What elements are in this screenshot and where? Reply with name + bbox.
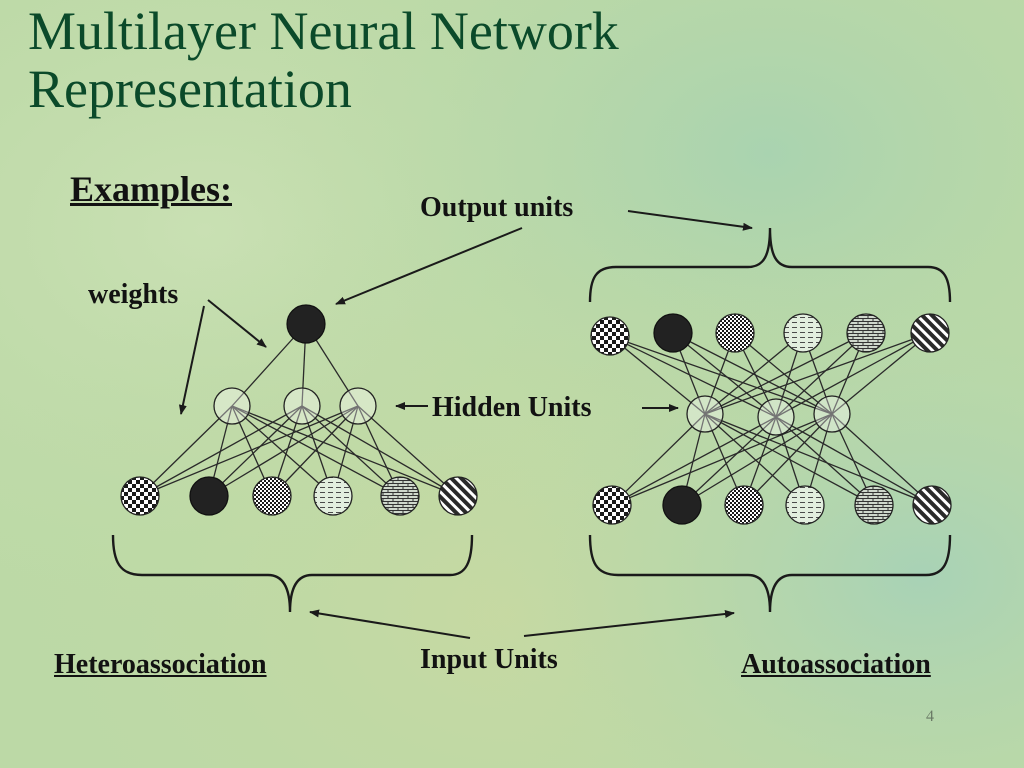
hetero-output-unit — [286, 304, 326, 344]
arrow-weights-to-input — [178, 305, 205, 415]
annotation-arrows — [178, 210, 753, 639]
hetero-input-brace — [111, 534, 474, 613]
auto-output-unit-dashed — [783, 313, 823, 353]
arrow-input-to-auto — [523, 610, 735, 637]
auto-hidden-unit — [686, 395, 724, 433]
hetero-hidden-unit — [213, 387, 251, 425]
arrow-output-to-auto — [627, 210, 753, 231]
slide-title: Multilayer Neural Network Representation — [28, 2, 928, 118]
auto-input-brace — [588, 534, 952, 613]
title-line-2: Representation — [28, 59, 352, 119]
auto-output-weights — [609, 332, 931, 418]
hetero-input-unit-checker — [120, 476, 160, 516]
auto-hidden-unit — [757, 398, 795, 436]
input-units-label: Input Units — [420, 644, 558, 675]
hetero-input-unit-fine-checker — [252, 476, 292, 516]
autoassociation-label: Autoassociation — [741, 649, 931, 680]
hetero-input-unit-diagonal — [438, 476, 478, 516]
arrow-output-to-hetero — [335, 227, 523, 305]
weights-label: weights — [88, 279, 179, 310]
auto-input-unit-checker — [592, 485, 632, 525]
auto-output-unit-solid — [653, 313, 693, 353]
hetero-hidden-unit — [339, 387, 377, 425]
auto-input-unit-dashed — [785, 485, 825, 525]
arrow-input-to-hetero — [309, 609, 471, 639]
title-line-1: Multilayer Neural Network — [28, 1, 619, 61]
hetero-input-unit-dashed — [313, 476, 353, 516]
auto-hidden-unit — [813, 395, 851, 433]
auto-output-unit-checker — [590, 316, 630, 356]
page-number: 4 — [926, 708, 934, 725]
examples-heading: Examples: — [70, 169, 232, 209]
auto-output-brace — [588, 227, 952, 303]
auto-input-unit-brick — [854, 485, 894, 525]
auto-input-unit-solid — [662, 485, 702, 525]
heteroassociation-label: Heteroassociation — [54, 649, 267, 680]
output-units-label: Output units — [420, 192, 574, 223]
hidden-units-label: Hidden Units — [432, 392, 592, 423]
hetero-hidden-unit — [283, 387, 321, 425]
arrow-weights-to-hidden — [207, 299, 267, 348]
auto-output-unit-brick — [846, 313, 886, 353]
hetero-input-unit-brick — [380, 476, 420, 516]
auto-input-unit-fine-checker — [724, 485, 764, 525]
auto-input-unit-diagonal — [912, 485, 952, 525]
auto-output-unit-diagonal — [910, 313, 950, 353]
auto-output-unit-fine-checker — [715, 313, 755, 353]
hetero-input-unit-solid — [189, 476, 229, 516]
